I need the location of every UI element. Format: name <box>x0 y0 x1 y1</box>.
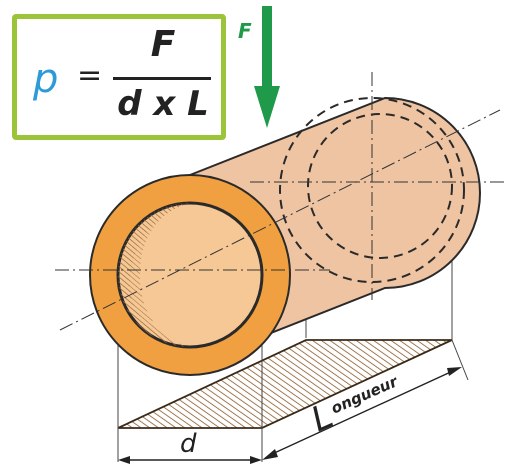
equals-sign: = <box>77 58 103 93</box>
diameter-label: d <box>180 429 197 459</box>
dimension-arrow <box>262 449 278 460</box>
fraction-bar <box>113 77 211 80</box>
pressure-symbol: p <box>33 56 59 102</box>
dimension-arrow <box>250 456 262 464</box>
force-arrow-head <box>254 86 280 128</box>
hidden-edge-outer <box>279 97 465 283</box>
force-label: F <box>238 19 252 43</box>
bore-shading <box>118 203 190 347</box>
formula-box: p = F d x L <box>12 14 226 140</box>
dimension-line-length <box>269 369 456 456</box>
formula-denominator: d x L <box>117 84 209 124</box>
force-arrow-shaft <box>262 6 272 90</box>
extension-line <box>451 339 469 381</box>
axis-line <box>59 109 501 331</box>
dimension-arrow <box>447 367 462 376</box>
formula-numerator: F <box>150 24 176 65</box>
dimension-arrow <box>118 456 130 464</box>
hidden-edge-inner <box>307 113 453 259</box>
